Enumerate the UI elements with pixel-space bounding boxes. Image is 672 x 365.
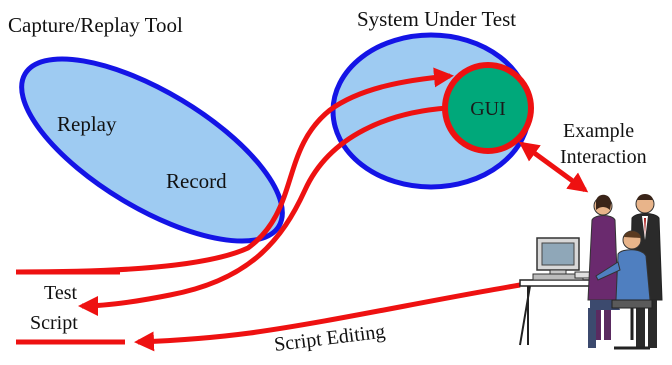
gui-circle <box>442 62 534 154</box>
example-interaction-arrow <box>518 141 589 193</box>
script-editing-arrow <box>134 282 521 352</box>
gui-label: GUI <box>470 98 506 120</box>
capture-replay-tool-title: Capture/Replay Tool <box>8 13 183 37</box>
test-label: Test <box>44 282 77 304</box>
script-label: Script <box>30 312 78 334</box>
record-label: Record <box>166 169 227 193</box>
system-under-test-title: System Under Test <box>357 7 516 31</box>
example-interaction-label-line1: Example <box>563 120 634 142</box>
record-arrow <box>15 67 454 275</box>
replay-arrow <box>78 105 449 316</box>
people-at-computer-icon <box>519 194 663 350</box>
replay-label: Replay <box>57 112 117 136</box>
example-interaction-label-line2: Interaction <box>560 146 647 168</box>
capture-replay-oval <box>19 56 285 244</box>
